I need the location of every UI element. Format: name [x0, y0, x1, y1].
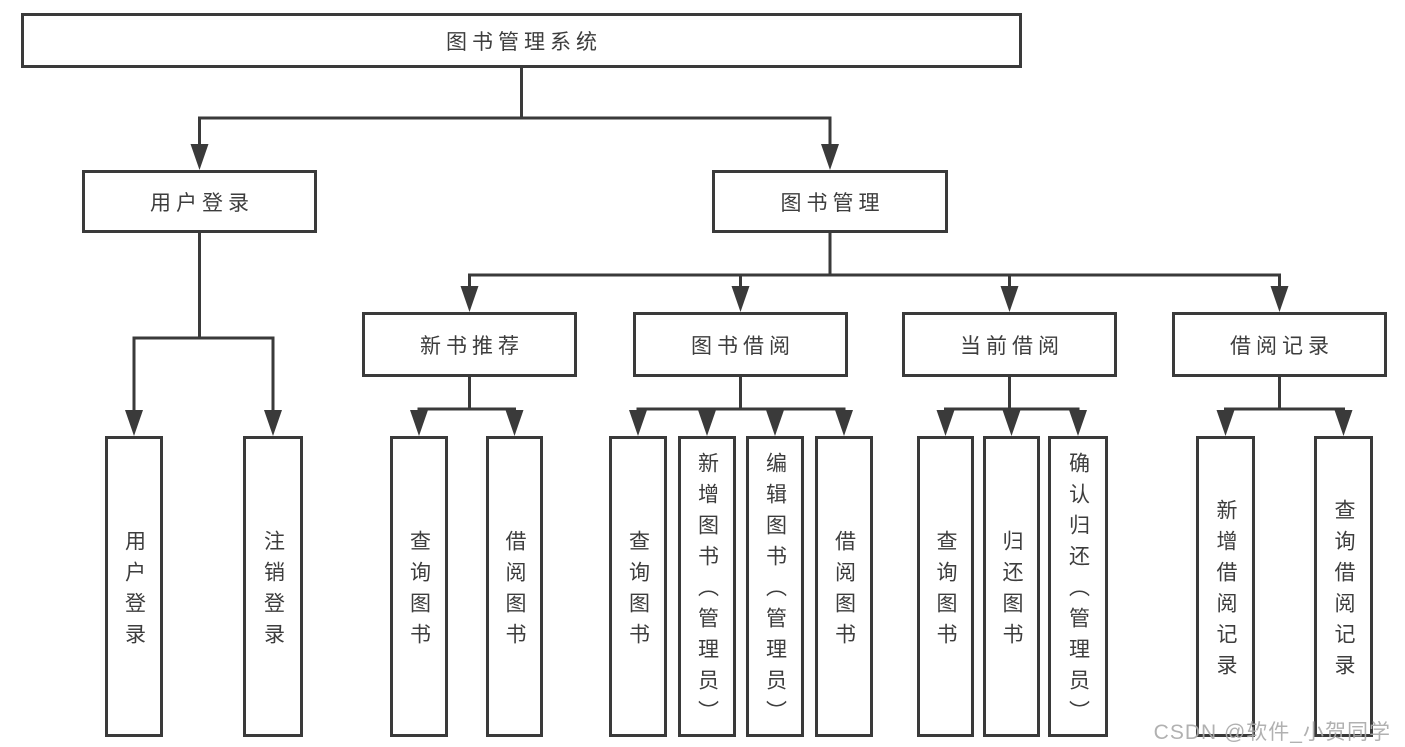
arrowhead-icon: [505, 410, 524, 436]
node-root: 图书管理系统: [21, 13, 1022, 68]
arrowhead-icon: [190, 144, 209, 170]
arrowhead-icon: [936, 410, 955, 436]
arrowhead-icon: [125, 410, 143, 436]
tree-branch: [1224, 375, 1345, 414]
leaf-borrowing-query-book: 查询图书: [609, 436, 667, 737]
tree-branch: [417, 375, 516, 414]
arrowhead-icon: [698, 410, 716, 436]
arrowhead-icon: [460, 286, 479, 312]
arrowhead-icon: [1270, 286, 1289, 312]
tree-branch: [944, 375, 1080, 414]
node-borrow-records: 借阅记录: [1172, 312, 1387, 377]
arrowhead-icon: [835, 410, 853, 436]
arrowhead-icon: [766, 410, 784, 436]
node-book-management: 图书管理: [712, 170, 948, 233]
leaf-current-query-book: 查询图书: [917, 436, 974, 737]
tree-branch: [132, 231, 275, 414]
arrowhead-icon: [1069, 410, 1087, 436]
arrowhead-icon: [264, 410, 282, 436]
tree-branch: [636, 375, 846, 414]
arrowhead-icon: [1000, 286, 1019, 312]
leaf-logout: 注销登录: [243, 436, 303, 737]
node-book-borrowing: 图书借阅: [633, 312, 848, 377]
leaf-query-borrow-record: 查询借阅记录: [1314, 436, 1373, 737]
leaf-edit-book-admin: 编辑图书（管理员）: [746, 436, 804, 737]
node-new-book-recommend: 新书推荐: [362, 312, 577, 377]
arrowhead-icon: [731, 286, 750, 312]
arrowhead-icon: [1002, 410, 1021, 436]
leaf-add-borrow-record: 新增借阅记录: [1196, 436, 1255, 737]
leaf-recommend-borrow-book: 借阅图书: [486, 436, 543, 737]
arrowhead-icon: [1334, 410, 1353, 436]
leaf-return-book: 归还图书: [983, 436, 1040, 737]
leaf-confirm-return-admin: 确认归还（管理员）: [1048, 436, 1108, 737]
node-user-login: 用户登录: [82, 170, 317, 233]
leaf-user-login: 用户登录: [105, 436, 163, 737]
leaf-borrow-book: 借阅图书: [815, 436, 873, 737]
tree-branch: [468, 231, 1281, 290]
arrowhead-icon: [1216, 410, 1235, 436]
leaf-add-book-admin: 新增图书（管理员）: [678, 436, 736, 737]
tree-branch: [198, 66, 832, 148]
node-current-borrowing: 当前借阅: [902, 312, 1117, 377]
leaf-recommend-query-book: 查询图书: [390, 436, 448, 737]
arrowhead-icon: [629, 410, 647, 436]
csdn-watermark: CSDN @软件_小贺同学: [1153, 721, 1391, 744]
arrowhead-icon: [821, 144, 839, 170]
arrowhead-icon: [410, 410, 428, 436]
